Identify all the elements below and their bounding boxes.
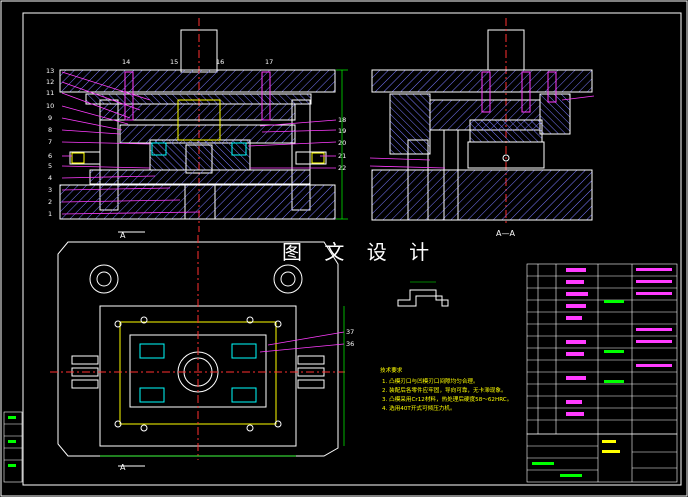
part-number: 37 [346, 328, 354, 336]
part-numbers-left: 13 12 11 10 9 8 7 6 5 4 3 2 1 [46, 67, 54, 218]
tech-note: 3. 凸模采用Cr12材料，热处理后硬度58～62HRC。 [382, 395, 512, 403]
section-a-a-view [369, 18, 595, 225]
part-number: 4 [48, 174, 52, 182]
part-numbers-top: 14 15 16 17 [122, 58, 273, 66]
part-number: 13 [46, 67, 54, 75]
part-number: 21 [338, 152, 346, 160]
part-number: 18 [338, 116, 346, 124]
upper-die-plate [59, 69, 336, 93]
section-label-aa: A—A [496, 229, 515, 238]
tech-note: 1. 凸模刃口与凹模刃口间隙均匀合理。 [382, 377, 479, 385]
part-number: 19 [338, 127, 346, 135]
part-number: 36 [346, 340, 354, 348]
part-number: 15 [170, 58, 178, 66]
section-label-a-top: A [120, 231, 126, 240]
part-number: 22 [338, 164, 346, 172]
lower-die-base [59, 184, 336, 220]
title-block [526, 433, 678, 483]
drawing-frame-inner [22, 12, 682, 486]
part-number: 1 [48, 210, 52, 218]
tech-note: 4. 选用40T开式可倾压力机。 [382, 404, 456, 412]
punch [177, 99, 221, 141]
technical-notes: 技术要求 1. 凸模刃口与凹模刃口间隙均匀合理。 2. 装配后各零件应牢固，导向… [380, 366, 512, 412]
part-number: 10 [46, 102, 54, 110]
part-number: 20 [338, 139, 346, 147]
front-view [59, 18, 348, 232]
workpiece-sketch [397, 281, 449, 307]
part-number: 9 [48, 114, 52, 122]
part-number: 11 [46, 89, 54, 97]
part-numbers-right: 18 19 20 21 22 [338, 116, 346, 172]
part-number: 6 [48, 152, 52, 160]
section-label-a-bottom: A [120, 463, 126, 472]
part-number: 14 [122, 58, 130, 66]
plan-labels: 37 36 [346, 328, 354, 348]
part-number: 17 [265, 58, 273, 66]
tech-notes-heading: 技术要求 [380, 366, 403, 374]
revision-strip [3, 411, 23, 483]
plan-view [50, 235, 345, 460]
part-number: 2 [48, 198, 52, 206]
watermark-title: 图 文 设 计 [282, 240, 438, 264]
part-number: 16 [216, 58, 224, 66]
part-number: 7 [48, 138, 52, 146]
part-number: 12 [46, 78, 54, 86]
part-number: 3 [48, 186, 52, 194]
tech-note: 2. 装配后各零件应牢固，导向可靠，无卡滞现象。 [382, 386, 507, 394]
parts-list-table [526, 263, 678, 435]
part-number: 8 [48, 126, 52, 134]
part-number: 5 [48, 162, 52, 170]
